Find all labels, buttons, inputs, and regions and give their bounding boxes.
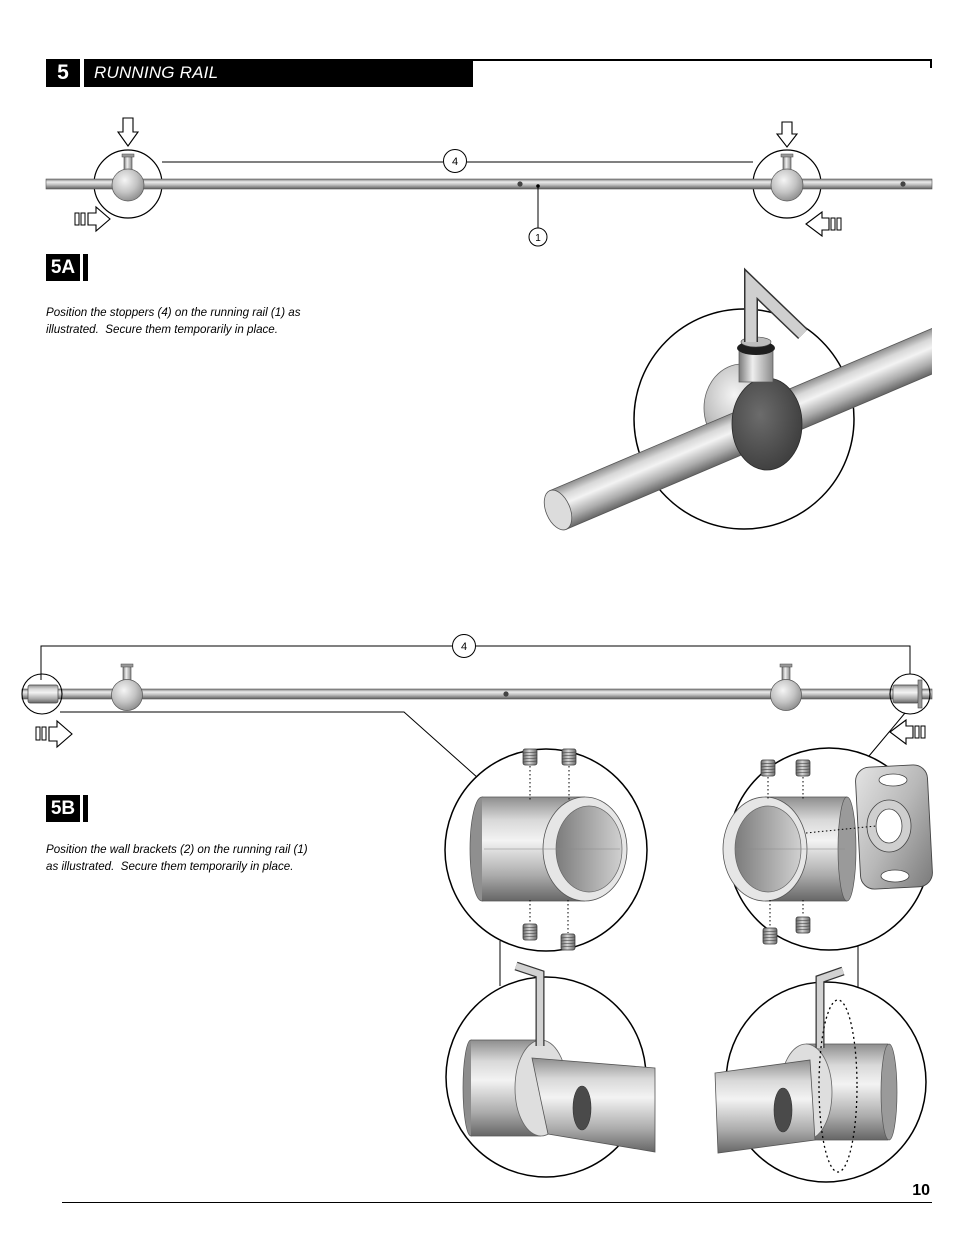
rail-end	[714, 1059, 816, 1154]
set-screw	[760, 759, 776, 777]
diagram-5a-overview: 4 1	[45, 117, 933, 247]
instruction-5b: Position the wall brackets (2) on the ru…	[46, 841, 366, 875]
instruction-5b-line2: as illustrated. Secure them temporarily …	[46, 860, 294, 873]
set-screws	[760, 759, 811, 945]
leader-line	[868, 712, 906, 757]
running-rail	[45, 178, 933, 190]
page-number: 10	[912, 1182, 930, 1199]
set-screw	[522, 923, 538, 941]
diagram-5a-stopper-closeup	[543, 267, 932, 531]
callout-stopper: 4	[452, 634, 476, 658]
rail-end	[531, 1057, 656, 1153]
section-title: RUNNING RAIL	[84, 59, 473, 87]
header-rule-tick	[930, 59, 932, 68]
header-rule	[473, 59, 932, 61]
step-label-5a: 5A	[46, 254, 80, 281]
set-screw	[560, 933, 576, 951]
step-label-bar	[83, 254, 88, 281]
set-screws	[522, 748, 577, 951]
hex-key-icon	[815, 966, 845, 1048]
stopper-right	[770, 153, 804, 202]
rail-hole	[900, 181, 906, 187]
diagram-5b-overview: 4	[21, 634, 933, 990]
instruction-5a: Position the stoppers (4) on the running…	[46, 304, 366, 338]
callout-stopper: 4	[443, 149, 467, 173]
set-screw	[795, 759, 811, 777]
arrow-down-icon	[775, 121, 799, 148]
rotation-path	[818, 999, 858, 1173]
arrow-right-icon	[35, 719, 73, 749]
set-screw	[561, 748, 577, 766]
diagram-5b-bracket-closeup-left	[444, 748, 648, 952]
callout-stopper-number: 4	[461, 641, 467, 653]
leader-line	[60, 711, 479, 779]
footer-rule	[62, 1202, 932, 1203]
callout-stopper-number: 4	[452, 156, 458, 168]
bracket-sleeve	[469, 796, 628, 902]
wall-plate	[805, 764, 933, 890]
wall-bracket-right	[889, 673, 931, 715]
instruction-5a-line1: Position the stoppers (4) on the running…	[46, 306, 301, 319]
set-screw	[522, 748, 538, 766]
diagram-5b-tighten-closeup-left	[445, 961, 656, 1178]
rail-hole	[517, 181, 523, 187]
step-label-5b: 5B	[46, 795, 80, 822]
hex-key-icon	[744, 267, 808, 342]
set-screw	[795, 916, 811, 934]
diagram-5b-bracket-closeup-right	[722, 747, 933, 951]
step-label-bar	[83, 795, 88, 822]
stopper-left	[111, 153, 145, 202]
instruction-5b-line1: Position the wall brackets (2) on the ru…	[46, 843, 308, 856]
arrow-right-icon	[74, 205, 111, 233]
dimension-line	[476, 645, 911, 674]
set-screw	[762, 927, 778, 945]
stopper-left	[111, 663, 143, 711]
stopper-right	[770, 663, 802, 711]
arrow-down-icon	[116, 117, 140, 147]
instruction-5a-line2: illustrated. Secure them temporarily in …	[46, 323, 278, 336]
stopper-face	[731, 377, 803, 471]
section-number: 5	[46, 59, 80, 87]
arrow-left-icon	[889, 718, 926, 746]
bracket-sleeve	[722, 796, 857, 902]
stopper-collar	[737, 336, 775, 383]
rail-slot	[773, 1087, 793, 1133]
rail-slot	[572, 1085, 592, 1131]
diagram-5b-tighten-closeup-right	[714, 966, 927, 1183]
wall-bracket-left	[21, 673, 63, 715]
callout-rail-number: 1	[535, 233, 541, 244]
callout-rail: 1	[528, 184, 548, 247]
arrow-left-icon	[805, 210, 842, 238]
dimension-line	[40, 645, 452, 680]
hex-key-icon	[514, 961, 545, 1046]
rail-hole	[503, 691, 509, 697]
